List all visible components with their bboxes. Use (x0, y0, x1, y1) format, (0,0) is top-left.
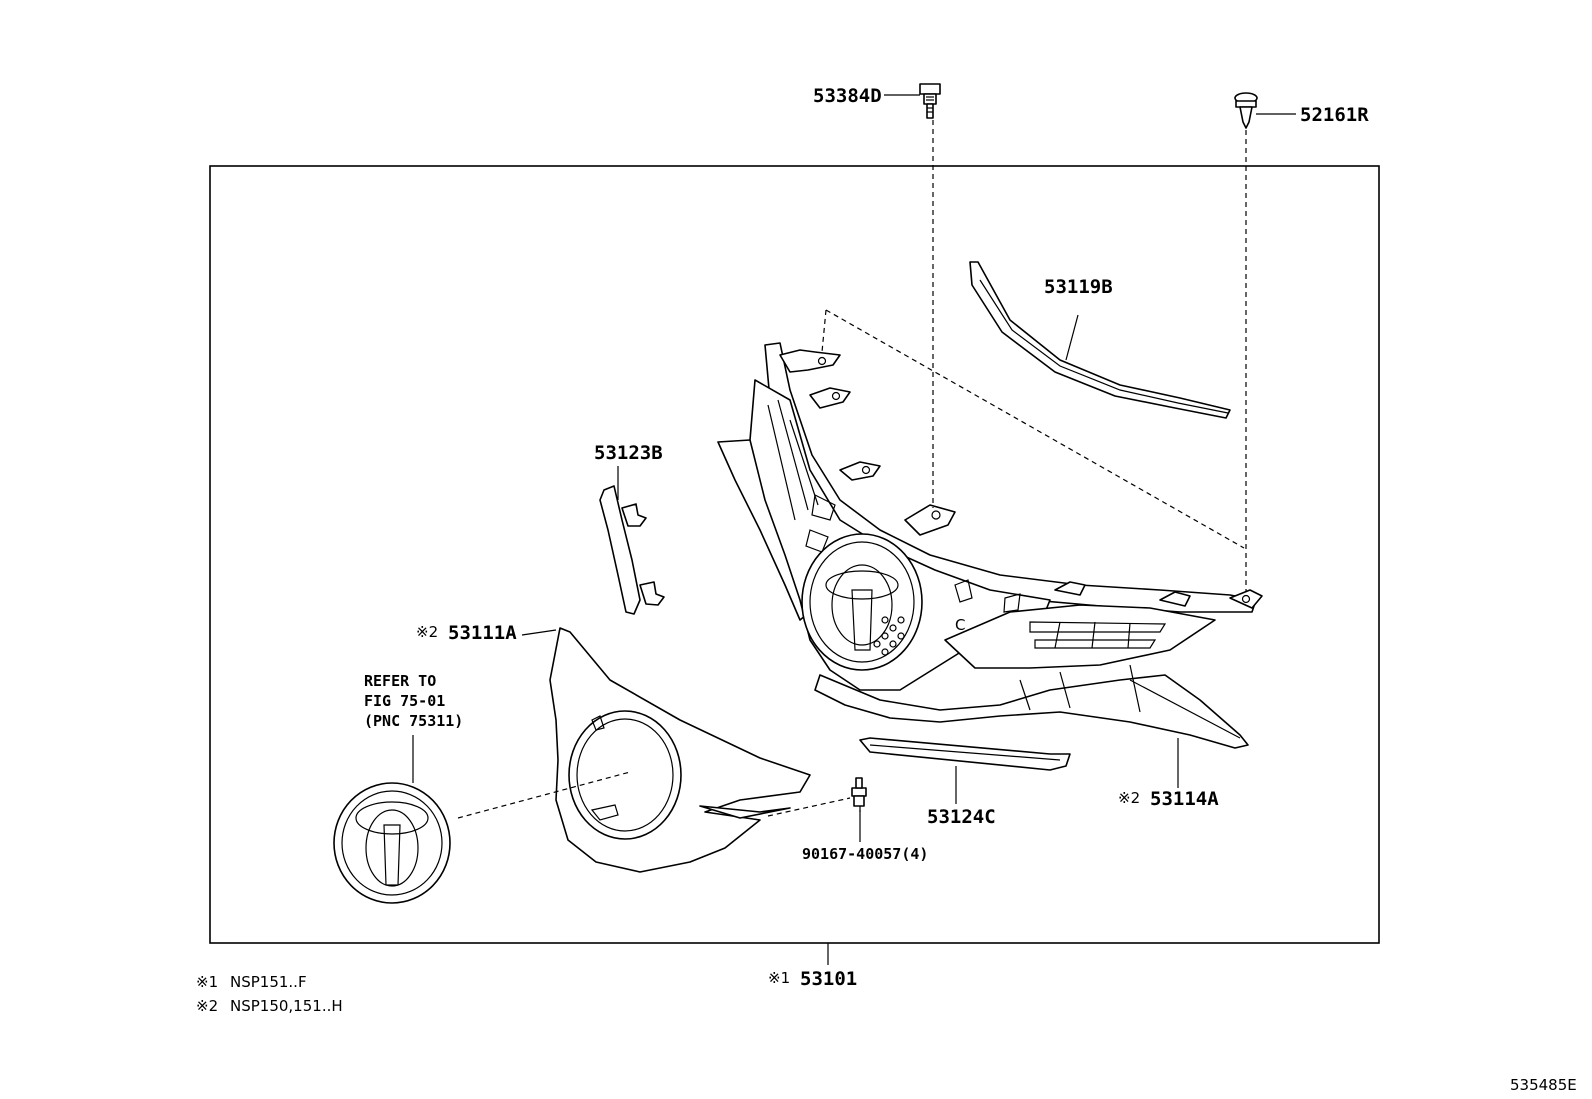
note-text-1: NSP151..F (230, 973, 307, 991)
screw-53384D-icon (919, 83, 941, 119)
mark-53111A: ※2 (416, 623, 438, 641)
refer-line-1: REFER TO (364, 672, 436, 690)
refer-line-3: (PNC 75311) (364, 712, 463, 730)
label-53123B: 53123B (594, 442, 663, 464)
screw-90167-icon (851, 777, 867, 812)
bezel-53111A (549, 627, 811, 873)
label-53119B: 53119B (1044, 276, 1113, 298)
figure-code: 535485E (1510, 1076, 1577, 1094)
label-53101: 53101 (800, 968, 857, 990)
toyota-emblem-icon (333, 782, 451, 904)
note-text-2: NSP150,151..H (230, 997, 343, 1015)
label-53114A: 53114A (1150, 788, 1219, 810)
label-53124C: 53124C (927, 806, 996, 828)
note-mark-2: ※2 (196, 997, 218, 1015)
label-52161R: 52161R (1300, 104, 1369, 126)
assembly-frame (209, 165, 1380, 944)
trim-53123B (599, 485, 665, 615)
clip-52161R-icon (1234, 92, 1258, 129)
label-53384D: 53384D (813, 85, 882, 107)
mesh-pattern (873, 616, 905, 656)
label-90167-40057: 90167-40057(4) (802, 845, 928, 863)
note-mark-1: ※1 (196, 973, 218, 991)
mark-53101: ※1 (768, 969, 790, 987)
refer-line-2: FIG 75-01 (364, 692, 445, 710)
label-53111A: 53111A (448, 622, 517, 644)
moulding-53124C (859, 737, 1071, 771)
radiator-grille-53101: C (717, 342, 1263, 749)
svg-text:C: C (955, 616, 965, 634)
mark-53114A: ※2 (1118, 789, 1140, 807)
moulding-53119B (969, 261, 1231, 419)
